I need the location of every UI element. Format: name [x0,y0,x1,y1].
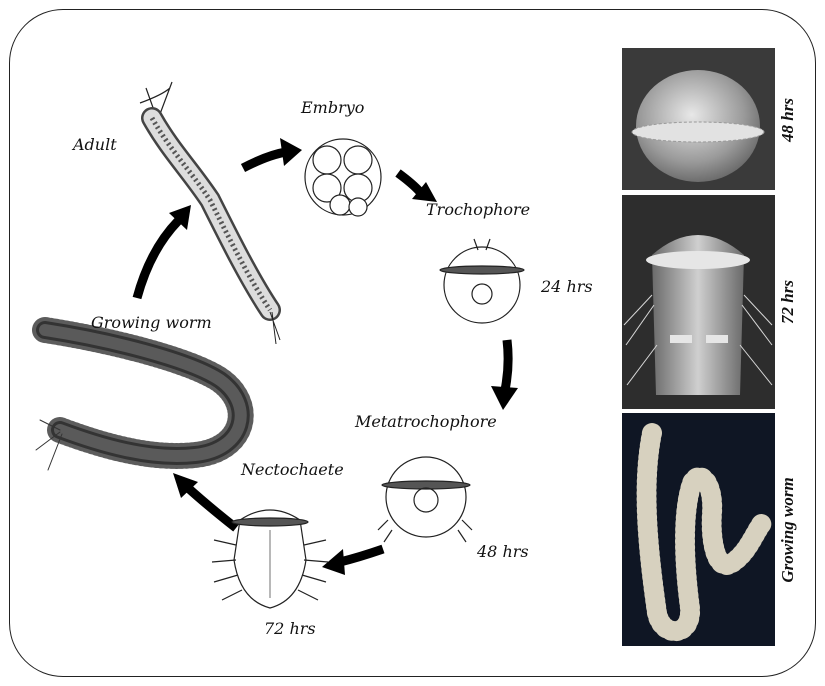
stage-label-metatrochophore: Metatrochophore [355,412,497,431]
arrow-head-3 [491,386,518,410]
photo-48hrs-sem [622,48,775,190]
stage-label-nectochaete: Nectochaete [241,460,344,479]
time-label-24hrs: 24 hrs [541,277,593,296]
growing-worm-drawing [36,330,241,470]
arrow-embryo-to-trochophore [398,173,420,192]
time-label-72hrs: 72 hrs [264,619,316,638]
stage-label-adult: Adult [73,135,117,154]
metatrochophore-drawing [378,457,472,542]
photo-label-72hrs: 72 hrs [778,272,798,332]
time-label-48hrs: 48 hrs [477,542,529,561]
adult-worm-drawing [140,82,280,344]
arrow-growing-worm-to-adult [137,221,178,298]
photo-growing-worm [622,413,775,646]
photo-label-48hrs: 48 hrs [778,90,798,150]
stage-label-embryo: Embryo [301,98,364,117]
arrow-adult-to-embryo [243,152,286,168]
embryo-drawing [305,139,381,216]
photo-72hrs-sem [622,195,775,409]
stage-label-growing-worm: Growing worm [91,313,212,332]
trochophore-drawing [440,239,524,323]
arrow-metatrochophore-to-nectochaete [340,549,383,562]
photo-label-growing-worm: Growing worm [778,474,798,586]
arrow-head-1 [280,138,302,166]
arrow-trochophore-to-metatrochophore [505,340,508,390]
stage-label-trochophore: Trochophore [426,200,530,219]
arrow-nectochaete-to-growing-worm [187,487,236,528]
